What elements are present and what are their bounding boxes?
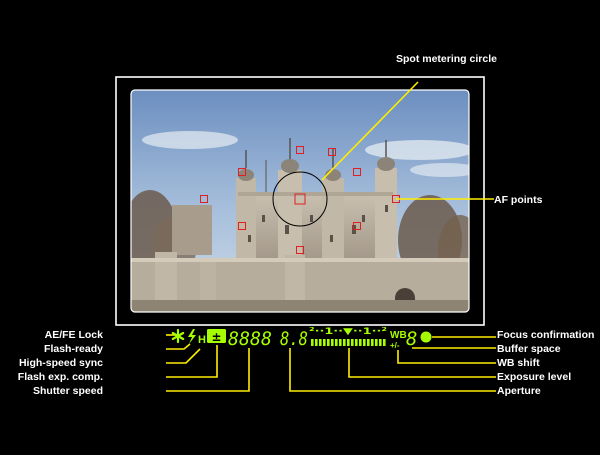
spot-metering-circle (272, 171, 328, 227)
exposure-bar-segment (367, 339, 370, 346)
flash-comp-indicator (207, 329, 226, 343)
af-point (238, 222, 246, 230)
callout-line (397, 350, 496, 364)
exposure-bar-segment (355, 339, 358, 346)
af-point (296, 246, 304, 254)
aperture-display: 8.8 (280, 328, 308, 350)
exposure-bar-segment (331, 339, 334, 346)
exposure-bar-segment (359, 339, 362, 346)
callout-line (289, 348, 496, 392)
exposure-scale-marks: ²··1··▼··1··² (309, 327, 387, 337)
callout-line (166, 348, 201, 364)
callout-line (166, 345, 218, 378)
exposure-bar-segment (351, 339, 354, 346)
buffer-space-display: 8 (406, 328, 417, 350)
af-point (238, 168, 246, 176)
label-high-speed-sync: High-speed sync (18, 357, 103, 369)
viewfinder-frame (115, 76, 485, 326)
exposure-bar-segment (371, 339, 374, 346)
af-point (296, 146, 304, 154)
exposure-bar-segment (347, 339, 350, 346)
label-spot-metering: Spot metering circle (396, 53, 497, 65)
label-flash-exp-comp: Flash exp. comp. (17, 371, 103, 383)
exposure-bar-segment (339, 339, 342, 346)
label-flash-ready: Flash-ready (44, 343, 103, 355)
high-speed-sync-indicator: H (198, 334, 206, 346)
exposure-bar-segment (335, 339, 338, 346)
exposure-bar-segment (319, 339, 322, 346)
lightning-icon (188, 329, 196, 344)
exposure-bar-segment (311, 339, 314, 346)
exposure-bar-segment (315, 339, 318, 346)
exposure-bar-segment (375, 339, 378, 346)
photo-scene (131, 90, 469, 312)
flash-comp-symbol: ± (211, 330, 221, 344)
label-af-points: AF points (494, 194, 543, 206)
label-focus-confirmation: Focus confirmation (497, 329, 595, 341)
label-shutter-speed: Shutter speed (32, 385, 103, 397)
af-point (200, 195, 208, 203)
af-point (328, 148, 336, 156)
af-point (294, 193, 306, 205)
wb-indicator: WB (390, 330, 407, 341)
callout-line (166, 348, 250, 392)
exposure-bar-segment (323, 339, 326, 346)
label-aperture: Aperture (497, 385, 541, 397)
callout-line (321, 81, 419, 181)
label-ae-fe-lock: AE/FE Lock (44, 329, 103, 341)
wb-shift-indicator: +/- (390, 341, 400, 350)
callout-line (166, 343, 191, 350)
exposure-level-bar (311, 339, 386, 346)
af-points (200, 146, 400, 254)
shutter-speed-display: 8888 (228, 328, 272, 350)
lcd-info-bar: H ± 8888 8.8 ²··1··▼··1··² WB +/- 8 (171, 327, 432, 350)
asterisk-icon (171, 328, 185, 344)
exposure-bar-segment (343, 339, 346, 346)
label-buffer-space: Buffer space (497, 343, 561, 355)
af-point (353, 222, 361, 230)
label-wb-shift: WB shift (497, 357, 540, 369)
exposure-bar-segment (363, 339, 366, 346)
af-point (353, 168, 361, 176)
callout-line (348, 348, 496, 378)
filled-circle-icon (420, 331, 432, 343)
exposure-bar-segment (327, 339, 330, 346)
label-exposure-level: Exposure level (497, 371, 572, 383)
exposure-bar-segment (383, 339, 386, 346)
exposure-bar-segment (379, 339, 382, 346)
